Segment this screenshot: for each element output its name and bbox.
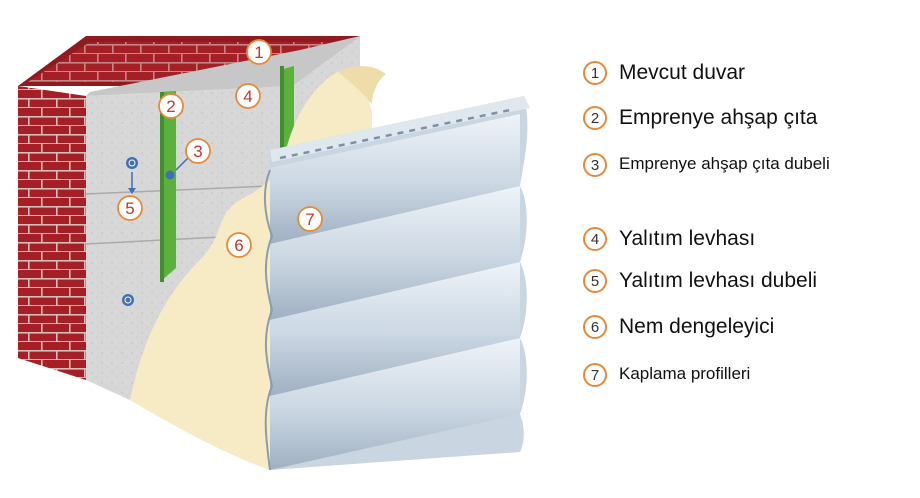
legend-badge: 1 [583,61,607,85]
callout-3: 3 [185,138,211,164]
callout-2: 2 [158,93,184,119]
svg-text:3: 3 [193,142,202,161]
callout-4: 4 [235,83,261,109]
callout-7: 7 [297,206,323,232]
wall-cladding-diagram: 1 2 3 4 5 6 7 [18,36,530,471]
legend-badge: 5 [583,269,607,293]
legend-item-1: 1 Mevcut duvar [583,60,745,86]
batten-dowel [165,170,175,180]
legend-label: Mevcut duvar [619,61,746,84]
insulation-dowel-upper [126,157,138,169]
svg-text:4: 4 [243,87,252,106]
arrow-3 [175,157,189,171]
svg-text:1: 1 [254,43,263,62]
legend-item-6: 6 Nem dengeleyici [583,314,774,340]
legend-badge: 2 [583,106,607,130]
legend-label: Emprenye ahşap çıta [619,106,818,129]
svg-text:2: 2 [166,97,175,116]
legend-badge: 4 [583,227,607,251]
insulation-dowel-lower [122,294,134,306]
svg-text:5: 5 [125,199,134,218]
legend-item-5: 5 Yalıtım levhası dubeli [583,268,817,294]
legend-badge: 7 [583,363,607,387]
legend-item-4: 4 Yalıtım levhası [583,226,755,252]
legend-item-3: 3 Emprenye ahşap çıta dubeli [583,152,883,177]
legend-label: Yalıtım levhası dubeli [619,269,818,292]
legend-badge: 3 [583,153,607,177]
svg-text:7: 7 [305,210,314,229]
callout-1: 1 [246,39,272,65]
legend-label: Emprenye ahşap çıta dubeli [619,154,830,173]
brick-wall-side [18,86,86,380]
legend-badge: 6 [583,315,607,339]
legend-label: Yalıtım levhası [619,227,756,250]
legend-label: Kaplama profilleri [619,364,751,383]
cladding-panel [263,96,530,471]
callout-6: 6 [226,232,252,258]
legend-item-2: 2 Emprenye ahşap çıta [583,105,817,131]
legend-label: Nem dengeleyici [619,315,775,338]
legend-item-7: 7 Kaplama profilleri [583,362,750,387]
svg-text:6: 6 [234,236,243,255]
callout-5: 5 [117,195,143,221]
